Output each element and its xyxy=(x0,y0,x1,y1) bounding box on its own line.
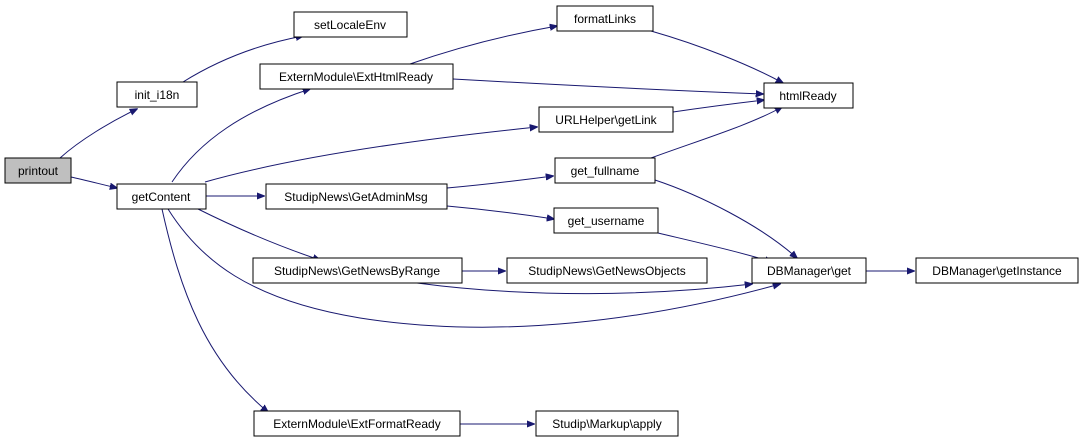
edge-formatLinks-htmlReady xyxy=(650,30,783,83)
node-printout[interactable]: printout xyxy=(4,157,72,184)
edge-get_fullname-htmlReady xyxy=(650,107,782,159)
node-label: htmlReady xyxy=(779,89,836,103)
node-htmlReady[interactable]: htmlReady xyxy=(763,82,854,109)
node-label: DBManager\get xyxy=(767,264,852,278)
node-label: get_username xyxy=(568,214,645,228)
edge-ExtHtmlReady-htmlReady xyxy=(452,78,763,94)
edge-printout-init_i18n xyxy=(59,109,137,159)
edge-get_fullname-DBManagerGet xyxy=(654,179,797,258)
node-formatLinks[interactable]: formatLinks xyxy=(556,5,654,32)
node-ExtFormatReady[interactable]: ExternModule\ExtFormatReady xyxy=(253,410,461,437)
node-label: init_i18n xyxy=(135,88,180,102)
edge-URLHelperGetLink-htmlReady xyxy=(672,100,764,113)
node-setLocaleEnv[interactable]: setLocaleEnv xyxy=(293,11,408,38)
node-MarkupApply[interactable]: Studip\Markup\apply xyxy=(535,410,679,437)
edge-getContent-URLHelperGetLink xyxy=(204,127,537,183)
node-label: DBManager\getInstance xyxy=(932,264,1062,278)
node-getContent[interactable]: getContent xyxy=(116,183,207,210)
node-label: ExternModule\ExtHtmlReady xyxy=(279,70,433,84)
node-GetAdminMsg[interactable]: StudipNews\GetAdminMsg xyxy=(265,183,448,210)
node-get_username[interactable]: get_username xyxy=(553,207,659,234)
node-label: StudipNews\GetNewsByRange xyxy=(274,264,440,278)
edge-ExtHtmlReady-formatLinks xyxy=(409,26,557,65)
node-label: Studip\Markup\apply xyxy=(552,417,661,431)
edge-GetAdminMsg-get_fullname xyxy=(446,176,553,189)
node-get_fullname[interactable]: get_fullname xyxy=(554,157,656,184)
node-label: StudipNews\GetAdminMsg xyxy=(284,190,427,204)
node-label: get_fullname xyxy=(571,164,640,178)
node-label: URLHelper\getLink xyxy=(555,113,657,127)
node-label: ExternModule\ExtFormatReady xyxy=(273,417,440,431)
edge-getContent-ExtHtmlReady xyxy=(171,89,310,183)
node-ExtHtmlReady[interactable]: ExternModule\ExtHtmlReady xyxy=(259,63,454,90)
node-label: formatLinks xyxy=(574,12,636,26)
node-GetNewsByRange[interactable]: StudipNews\GetNewsByRange xyxy=(252,257,463,284)
edge-getContent-GetNewsByRange xyxy=(195,207,320,260)
node-label: printout xyxy=(18,164,59,178)
edge-GetNewsByRange-DBManagerGet xyxy=(416,283,752,295)
edge-init_i18n-setLocaleEnv xyxy=(182,36,303,83)
node-label: setLocaleEnv xyxy=(314,18,386,32)
node-init_i18n[interactable]: init_i18n xyxy=(116,81,198,108)
node-DBManagerGet[interactable]: DBManager\get xyxy=(751,257,867,284)
edge-getContent-ExtFormatReady xyxy=(161,208,268,412)
node-label: getContent xyxy=(132,190,191,204)
edge-GetAdminMsg-get_username xyxy=(446,205,554,219)
edge-printout-getContent xyxy=(70,176,117,188)
node-GetNewsObjects[interactable]: StudipNews\GetNewsObjects xyxy=(506,257,708,284)
node-label: StudipNews\GetNewsObjects xyxy=(528,264,685,278)
edge-getContent-DBManagerGet xyxy=(167,208,780,328)
node-URLHelperGetLink[interactable]: URLHelper\getLink xyxy=(538,106,674,133)
node-DBManagerGetInstance[interactable]: DBManager\getInstance xyxy=(915,257,1079,284)
